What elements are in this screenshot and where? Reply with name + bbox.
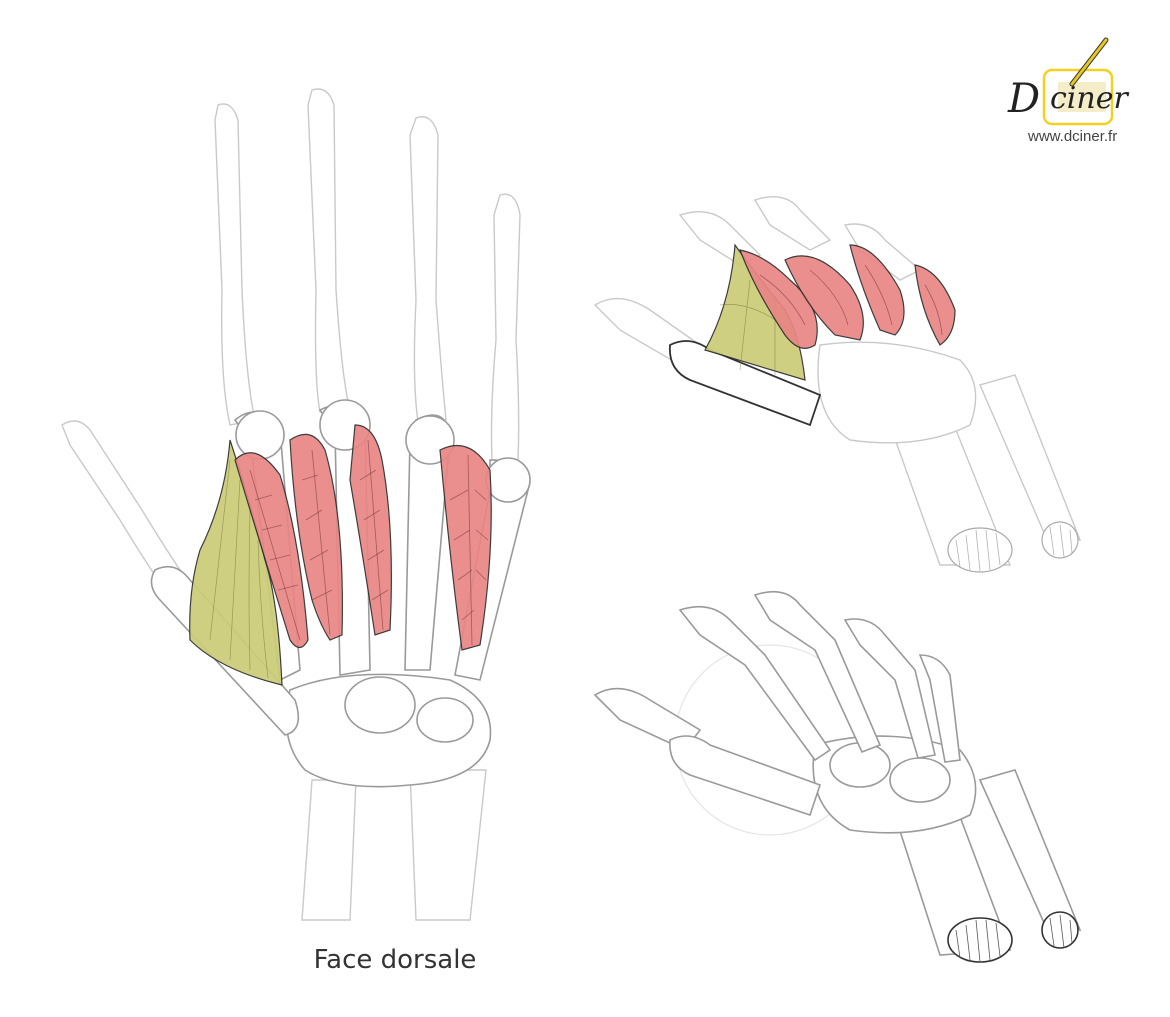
muscle-interosseous-3 [349, 424, 392, 636]
muscle-interosseous-4 [439, 444, 492, 651]
muscle-oblique-1 [739, 249, 818, 349]
figure-oblique-muscles [590, 185, 1090, 585]
logo-ciner: ciner [1050, 81, 1129, 116]
muscle-interosseous-1 [234, 452, 309, 649]
muscle-interosseous-2 [289, 433, 343, 641]
logo-url[interactable]: www.dciner.fr [1028, 128, 1118, 145]
dciner-logo[interactable]: D ciner [1000, 36, 1150, 156]
logo-d: D [1007, 76, 1040, 122]
muscle-oblique-2 [784, 255, 864, 341]
muscle-oblique-3 [849, 244, 905, 336]
caption-face-dorsale: Face dorsale [313, 945, 477, 975]
logo-mark-icon: D ciner [1007, 37, 1129, 126]
hatch-cut-bone [955, 524, 1073, 572]
figure-dorsal-view [50, 80, 550, 930]
figure-oblique-skeleton [590, 580, 1090, 980]
hatch-cut-bone [955, 914, 1073, 963]
